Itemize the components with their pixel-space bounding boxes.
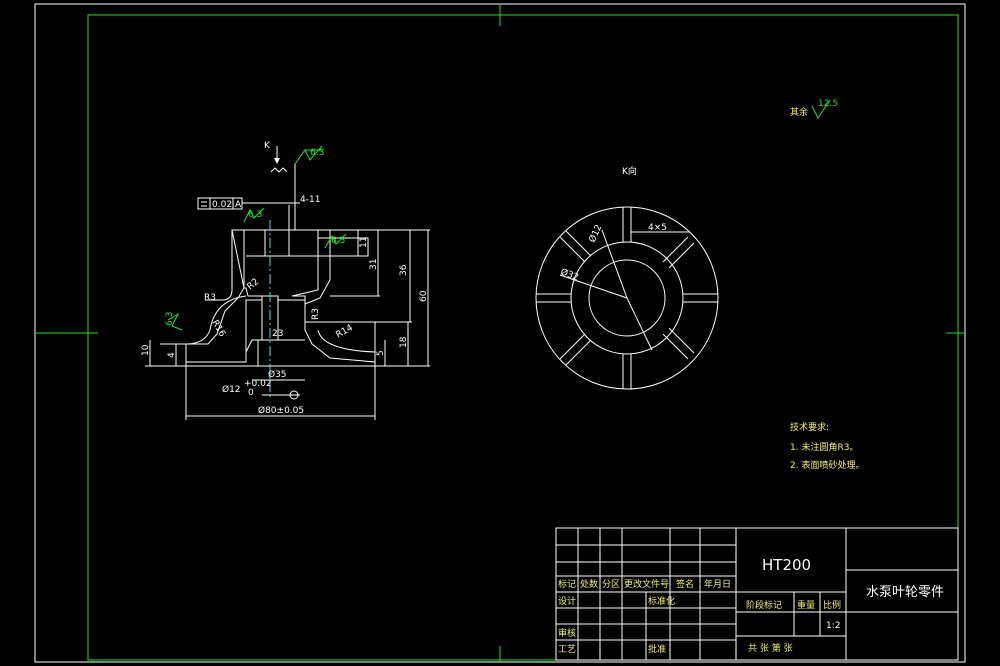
finish-symbol-left [243,207,265,223]
d32-leader [559,274,628,299]
tb-material: HT200 [762,556,811,574]
left-curve [185,295,247,345]
remaining-finish-value: 12.5 [818,99,838,109]
dim-d35: Ø35 [268,369,287,380]
tb-part-name: 水泵叶轮零件 [866,585,944,600]
left-fillet [205,289,233,301]
dim-h4: 4 [167,352,177,358]
tb-col-zone: 分区 [602,579,620,590]
tb-scale-value: 1:2 [826,621,840,631]
tb-col-count: 处数 [580,578,598,590]
tb-scale: 比例 [823,599,841,611]
blades [536,207,718,389]
title-block-border [555,527,959,661]
tb-sheets: 共 张 第 张 [748,642,793,654]
tb-standardize: 标准化 [648,595,675,607]
dim-d12-tol-upper: +0.02 [244,379,272,389]
finish-value-left: 6.3 [248,210,262,220]
tolerance-value: 0.02 [212,200,232,210]
title-block: 标记 处数 分区 更改文件号 签名 年月日 设计 标准化 审核 工艺 批准 HT… [555,527,959,661]
dim-r3b: R3 [311,308,321,320]
centering-marks [35,4,965,662]
tech-req-item-2: 2. 表面喷砂处理。 [790,459,864,471]
dim-d80: Ø80±0.05 [258,405,304,416]
tb-col-date: 年月日 [704,578,731,590]
tb-weight: 重量 [797,599,815,611]
k-view-title: K向 [622,165,637,177]
dim-r14: R14 [335,323,356,341]
front-section-view: K 6.3 0.02 A 4-11 6.3 6.3 6.3 [141,141,430,420]
radius-leader [626,297,653,351]
top-edge [232,229,331,280]
finish-value-top: 6.3 [310,148,324,158]
tb-left-grid [556,528,736,660]
dim-h31: 31 [369,259,379,270]
datum-a-circle [289,390,299,400]
remaining-finish: 其余 12.5 [790,99,838,119]
dim-d23: 23 [272,329,283,339]
dim-h10: 10 [141,344,151,356]
finish-value-side: 6.3 [165,312,175,326]
datum-label: K [264,141,271,151]
dim-h11: 11 [359,237,369,248]
tb-col-mark: 标记 [558,578,576,590]
tb-design: 设计 [558,595,576,607]
outer-disc [535,206,719,390]
tb-review: 审核 [558,627,576,639]
dim-r3: R3 [204,293,216,303]
remaining-finish-label: 其余 [790,106,808,118]
tb-process: 工艺 [558,644,576,655]
k-view-slot-note: 4×5 [648,223,667,233]
inner-border [87,14,959,661]
top-hole [264,229,290,257]
dim-d12: Ø12 [222,384,241,395]
hub-outer-circle [570,241,684,355]
k-view-d32: Ø32 [559,266,580,283]
d12-leader [601,229,628,299]
holes-note: 4-11 [300,195,320,205]
remaining-finish-symbol [811,99,831,119]
finish-symbol-right [324,233,347,249]
technical-requirements: 技术要求: 1. 未注圆角R3。 2. 表面喷砂处理。 [790,421,864,471]
right-slot [317,237,369,257]
dim-h36: 36 [399,264,409,276]
finish-symbol-side [167,312,183,331]
tb-approve: 批准 [648,643,666,655]
dim-h18: 18 [399,336,409,348]
dim-h5: 5 [376,350,386,356]
tolerance-datum: A [235,200,242,210]
hatch-hub-left [245,299,263,353]
k-direction-view: K向 Ø32 Ø12 4×5 [535,165,719,390]
dim-r2: R2 [246,277,262,292]
hatch-right-top [291,229,331,305]
hub-inner-circle [588,259,666,337]
finish-value-right: 6.3 [331,236,345,246]
right-curve [317,329,376,353]
tb-stage-mark: 阶段标记 [746,599,782,611]
dim-h60: 60 [419,290,429,302]
finish-wave-symbol [270,167,288,173]
tb-col-change-doc: 更改文件号 [624,578,669,590]
tech-req-title: 技术要求: [790,421,829,433]
dim-r16: R16 [209,319,227,340]
k-view-d12: Ø12 [587,223,605,244]
tb-col-sign: 签名 [676,578,694,590]
tech-req-item-1: 1. 未注圆角R3。 [790,441,858,453]
dim-d12-tol-lower: 0 [248,388,254,398]
datum-arrow-head [274,158,280,164]
finish-symbol-top [294,145,323,165]
